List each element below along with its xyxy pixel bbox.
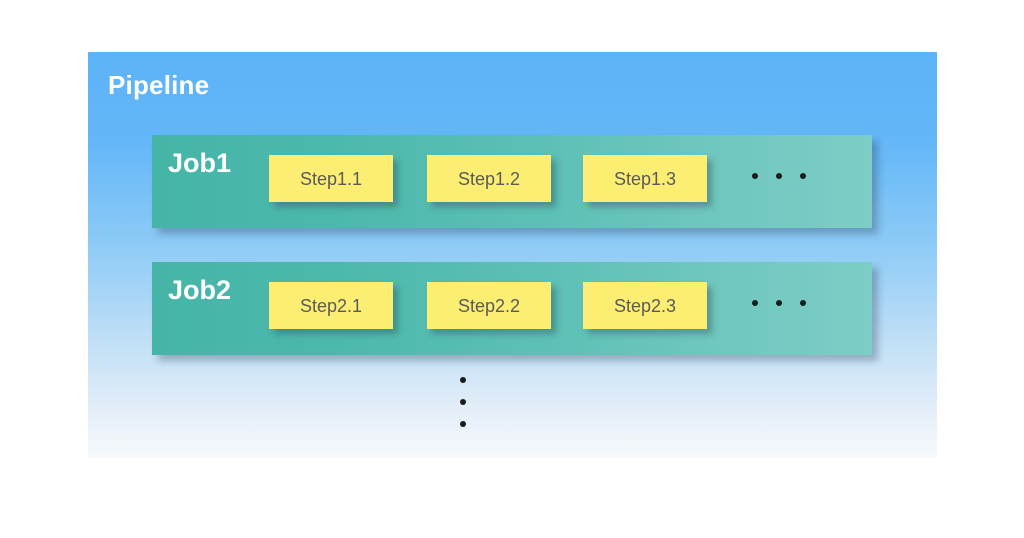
job-label-2: Job2 bbox=[168, 275, 232, 305]
step-label-2-3: Step2.3 bbox=[613, 295, 677, 316]
ellipsis-dot bbox=[800, 300, 806, 306]
horizontal-ellipsis-icon-1 bbox=[752, 173, 806, 179]
ellipsis-dot bbox=[776, 300, 782, 306]
ellipsis-dot bbox=[460, 377, 466, 383]
ellipsis-dot bbox=[752, 173, 758, 179]
step-box-2-2: Step2.2 bbox=[427, 282, 551, 329]
job-label-1: Job1 bbox=[168, 148, 232, 178]
horizontal-ellipsis-icon-2 bbox=[752, 300, 806, 306]
step-label-1-1: Step1.1 bbox=[299, 168, 363, 189]
step-label-1-2: Step1.2 bbox=[457, 168, 521, 189]
job-bar-2: Job2 Step2.1 Step2.2 Step2.3 bbox=[152, 262, 872, 355]
step-label-1-3: Step1.3 bbox=[613, 168, 677, 189]
ellipsis-dot bbox=[800, 173, 806, 179]
step-box-1-1: Step1.1 bbox=[269, 155, 393, 202]
page-title: Pipeline bbox=[108, 70, 210, 100]
step-box-2-3: Step2.3 bbox=[583, 282, 707, 329]
job-bar-1: Job1 Step1.1 Step1.2 Step1.3 bbox=[152, 135, 872, 228]
vertical-ellipsis-icon bbox=[460, 377, 466, 427]
step-label-2-2: Step2.2 bbox=[457, 295, 521, 316]
ellipsis-dot bbox=[752, 300, 758, 306]
step-box-2-1: Step2.1 bbox=[269, 282, 393, 329]
ellipsis-dot bbox=[460, 399, 466, 405]
ellipsis-dot bbox=[460, 421, 466, 427]
pipeline-panel: Pipeline Job1 Step1.1 Step1.2 Step1.3 Jo… bbox=[88, 52, 937, 458]
step-box-1-3: Step1.3 bbox=[583, 155, 707, 202]
step-label-2-1: Step2.1 bbox=[299, 295, 363, 316]
ellipsis-dot bbox=[776, 173, 782, 179]
step-box-1-2: Step1.2 bbox=[427, 155, 551, 202]
